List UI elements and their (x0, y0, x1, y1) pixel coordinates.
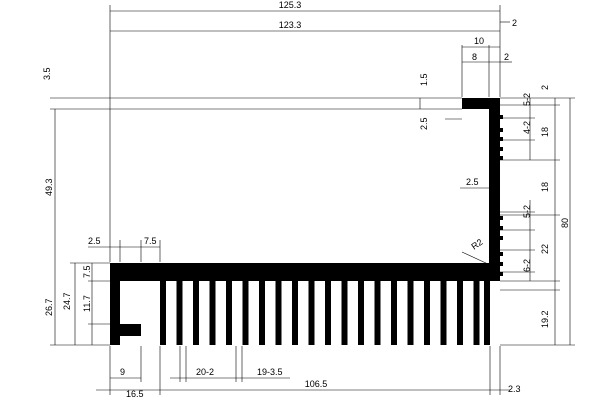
dim-fin-pattern-a: 20-2 (196, 367, 214, 377)
bottom-fin (440, 281, 447, 345)
side-fin (489, 147, 503, 151)
bottom-fin (341, 281, 348, 345)
dim-overall-height: 80 (560, 218, 570, 228)
dim-wall-thickness: 2.5 (466, 177, 479, 187)
bottom-fin (308, 281, 315, 345)
side-fin (489, 156, 503, 160)
bottom-fin (259, 281, 265, 345)
dim-seg-18a: 18 (540, 127, 550, 137)
bottom-fin (424, 281, 430, 345)
side-fin (489, 262, 503, 266)
profile-left-hook (110, 324, 141, 336)
heatsink-profile (110, 98, 503, 345)
bottom-fin (193, 281, 199, 345)
dim-left-top: 3.5 (42, 67, 52, 80)
side-fin (489, 226, 503, 230)
dim-left-wall: 2.5 (88, 236, 101, 246)
dim-top-gap: 1.5 (419, 73, 429, 86)
bottom-fin (374, 281, 381, 345)
bottom-fin (226, 281, 232, 345)
bottom-fin (176, 281, 183, 345)
dim-fin-bottom: 6-2 (522, 259, 532, 272)
bottom-fin (160, 281, 166, 345)
side-fin (489, 137, 503, 141)
dim-bottom-right: 2.3 (508, 384, 521, 394)
side-fin (489, 272, 503, 276)
side-fin (489, 216, 503, 220)
bottom-fin (209, 281, 216, 345)
side-fin (489, 252, 503, 256)
profile-top-flange (462, 98, 500, 109)
dim-left-inner: 7.5 (82, 265, 92, 278)
dim-left-spacing: 7.5 (144, 236, 157, 246)
dim-fin-pattern-b: 19-3.5 (257, 367, 283, 377)
dim-seg-22: 22 (540, 244, 550, 254)
dim-bottom-width: 106.5 (305, 379, 328, 389)
bottom-fin (275, 281, 282, 345)
side-fins (489, 115, 503, 276)
dim-radius: R2 (469, 237, 484, 252)
bottom-fin (484, 281, 490, 345)
dim-bottom-16: 16.5 (126, 389, 144, 399)
profile-left-wall (110, 263, 120, 345)
dim-inner-width: 123.3 (279, 20, 302, 30)
dimension-lines (50, 5, 575, 395)
bottom-fin (473, 281, 480, 345)
side-fin (489, 128, 503, 132)
dim-fin-third: 5-2 (522, 205, 532, 218)
dim-seg-18b: 18 (540, 182, 550, 192)
dim-bottom-9: 9 (120, 367, 125, 377)
dim-top-flange-width: 10 (474, 36, 484, 46)
dim-left-height-11: 11.7 (82, 295, 92, 312)
bottom-fin (391, 281, 397, 345)
bottom-fins (160, 281, 490, 345)
bottom-fin (242, 281, 249, 345)
dim-right-offset: 2 (512, 18, 517, 28)
bottom-fin (457, 281, 463, 345)
dim-flange-thickness: 2.5 (419, 117, 429, 130)
bottom-fin (407, 281, 414, 345)
dim-left-height-26: 26.7 (44, 298, 54, 316)
dim-overall-width: 125.3 (279, 0, 302, 10)
dim-fin-second: 4-2 (522, 121, 532, 134)
bottom-fin (325, 281, 331, 345)
side-fin (489, 115, 503, 119)
dim-left-height-24: 24.7 (62, 292, 72, 310)
dimension-labels: 125.3 123.3 2 10 8 2 3.5 1.5 2.5 2 5-2 4… (42, 0, 570, 399)
dim-fin-upper: 5-2 (522, 93, 532, 106)
bottom-fin (358, 281, 364, 345)
dim-top-flange-wall: 2 (504, 52, 509, 62)
profile-base (110, 263, 500, 281)
dim-top-flange-inner: 8 (472, 52, 477, 62)
bottom-fin (292, 281, 298, 345)
dim-left-height-upper: 49.3 (44, 178, 54, 196)
dim-seg-19: 19.2 (540, 310, 550, 328)
dim-right-top: 2 (540, 85, 550, 90)
profile-right-wall (489, 98, 500, 281)
side-fin (489, 236, 503, 240)
